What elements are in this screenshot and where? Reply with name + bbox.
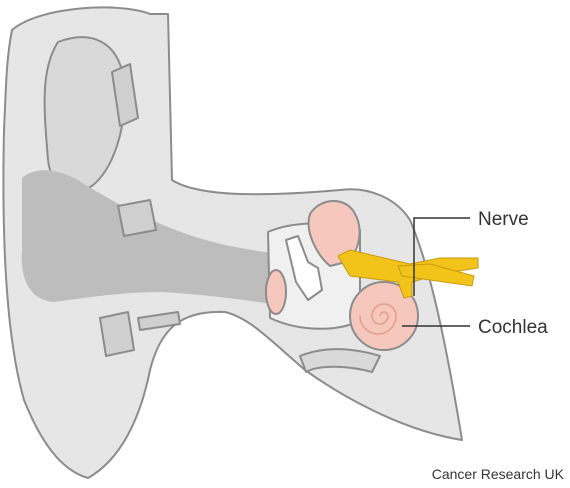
cartilage-lower [100, 312, 134, 356]
nerve-label: Nerve [478, 209, 529, 230]
credit-text: Cancer Research UK [432, 466, 565, 482]
eardrum [266, 270, 286, 314]
cochlea-label: Cochlea [478, 317, 548, 338]
cartilage-mid [118, 200, 156, 236]
